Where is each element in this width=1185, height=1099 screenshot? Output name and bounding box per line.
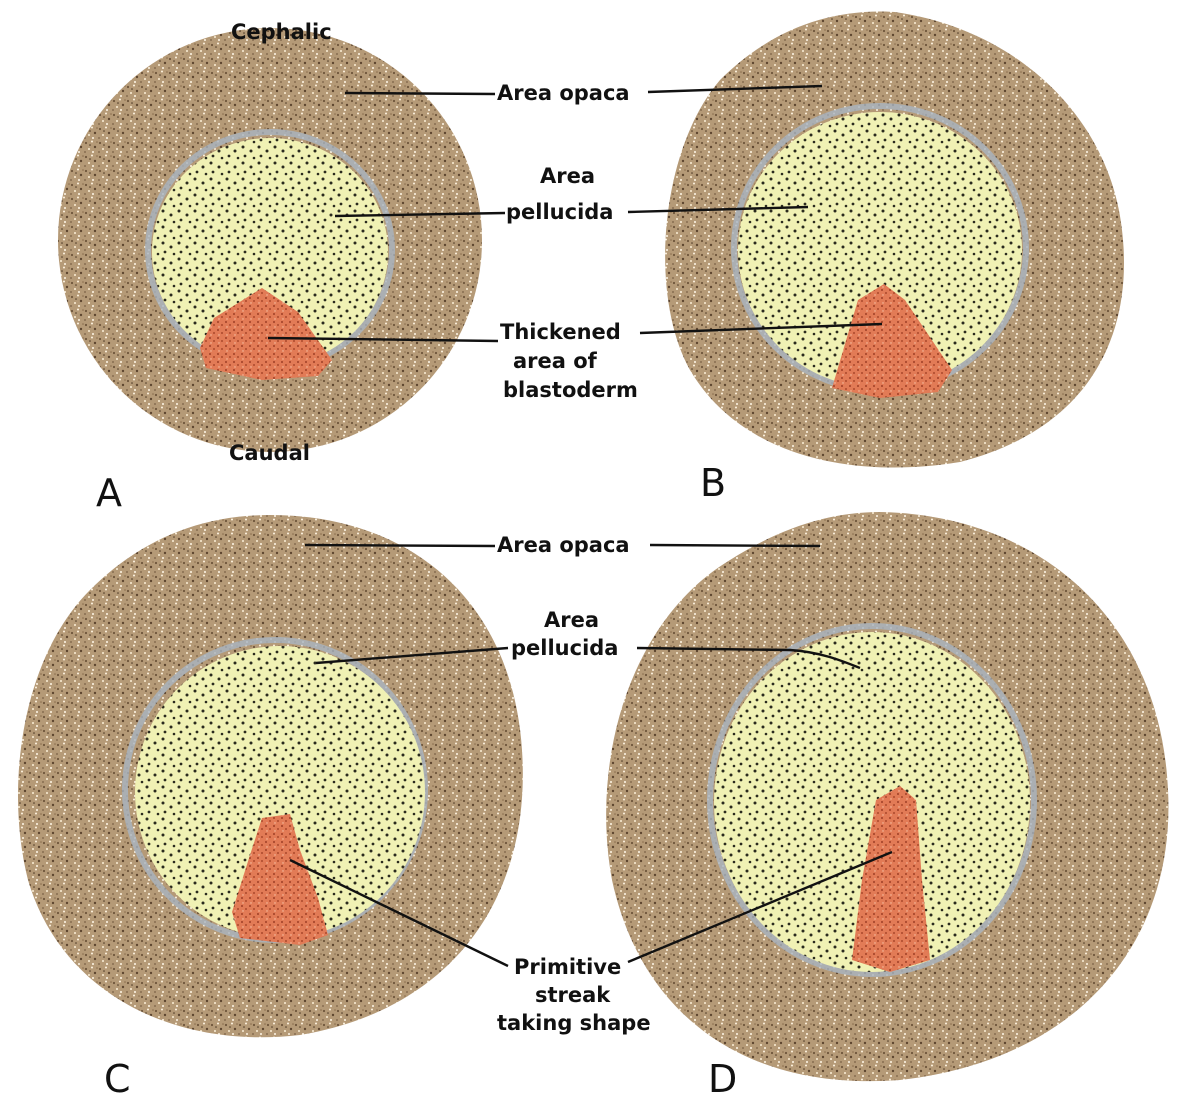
bottom-area-pellucida-label-line2: pellucida <box>511 636 618 660</box>
leader-bottom-opaca-left <box>305 545 495 546</box>
panel-letter-b: B <box>700 461 726 505</box>
top-area-pellucida-label-line2: pellucida <box>506 200 613 224</box>
panel-letter-a: A <box>96 471 122 515</box>
bottom-area-pellucida-label-line1: Area <box>544 608 599 632</box>
panel-b <box>665 12 1124 468</box>
panel-letter-d: D <box>708 1057 737 1099</box>
streak-label-line1: Primitive <box>514 955 621 979</box>
thickened-label-line3: blastoderm <box>503 378 638 402</box>
panel-d <box>606 512 1168 1081</box>
top-area-pellucida-label-line1: Area <box>540 164 595 188</box>
thickened-label-line1: Thickened <box>500 320 621 344</box>
streak-label-line2: streak <box>535 983 611 1007</box>
caudal-label: Caudal <box>229 441 310 465</box>
panel-a <box>58 28 482 452</box>
cephalic-label: Cephalic <box>231 20 332 44</box>
panel-letter-c: C <box>104 1057 131 1099</box>
leader-bottom-opaca-right <box>650 545 820 546</box>
bottom-area-opaca-label: Area opaca <box>497 533 630 557</box>
leader-top-opaca-left <box>345 93 495 94</box>
top-area-opaca-label: Area opaca <box>497 81 630 105</box>
thickened-label-line2: area of <box>513 349 598 373</box>
streak-label-line3: taking shape <box>497 1011 651 1035</box>
panel-c <box>18 515 523 1037</box>
